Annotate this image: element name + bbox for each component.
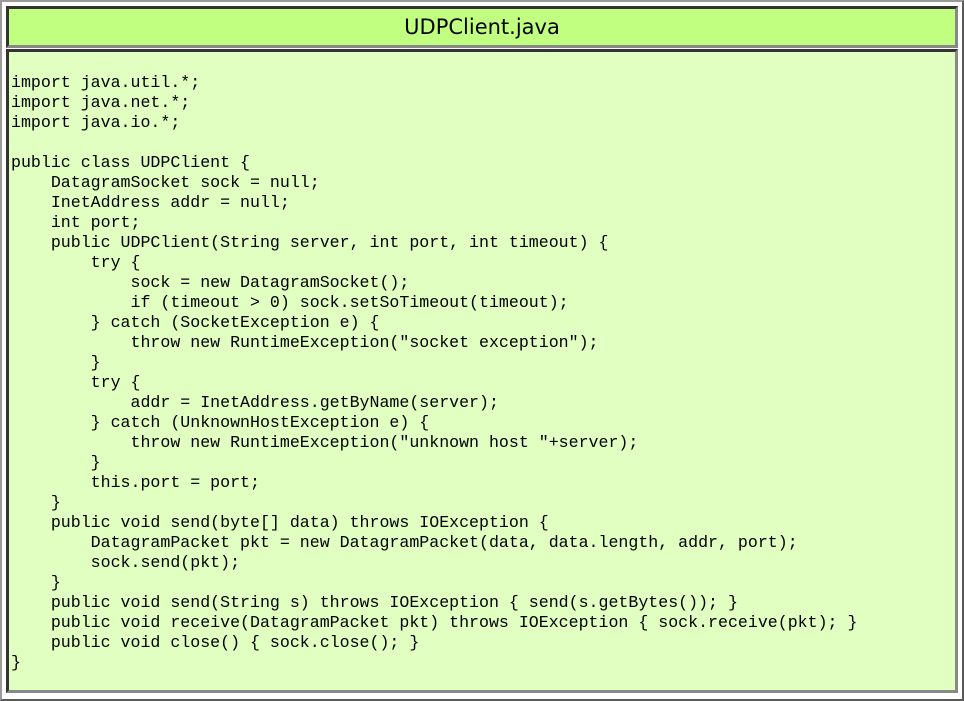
code-line: } bbox=[11, 493, 61, 512]
code-line: } bbox=[11, 573, 61, 592]
code-line: import java.util.*; bbox=[11, 73, 201, 92]
code-line: throw new RuntimeException("socket excep… bbox=[11, 333, 599, 352]
code-line: throw new RuntimeException("unknown host… bbox=[11, 433, 639, 452]
code-line: } bbox=[11, 453, 101, 472]
code-line: this.port = port; bbox=[11, 473, 260, 492]
code-line: if (timeout > 0) sock.setSoTimeout(timeo… bbox=[11, 293, 569, 312]
code-line: public void send(byte[] data) throws IOE… bbox=[11, 513, 549, 532]
code-line: DatagramSocket sock = null; bbox=[11, 173, 320, 192]
code-line: InetAddress addr = null; bbox=[11, 193, 290, 212]
code-line: try { bbox=[11, 373, 141, 392]
code-line: try { bbox=[11, 253, 141, 272]
code-line: int port; bbox=[11, 213, 141, 232]
code-line: } bbox=[11, 653, 21, 672]
code-line: import java.io.*; bbox=[11, 113, 181, 132]
code-line: } catch (SocketException e) { bbox=[11, 313, 380, 332]
code-line: DatagramPacket pkt = new DatagramPacket(… bbox=[11, 533, 798, 552]
code-line: } catch (UnknownHostException e) { bbox=[11, 413, 430, 432]
code-line: public class UDPClient { bbox=[11, 153, 250, 172]
code-line: public void close() { sock.close(); } bbox=[11, 633, 420, 652]
code-body: import java.util.*;import java.net.*;imp… bbox=[6, 49, 958, 693]
code-line bbox=[11, 133, 857, 153]
file-title: UDPClient.java bbox=[6, 6, 958, 48]
code-line: } bbox=[11, 353, 101, 372]
code-line: import java.net.*; bbox=[11, 93, 191, 112]
source-code: import java.util.*;import java.net.*;imp… bbox=[11, 73, 857, 673]
code-line: sock = new DatagramSocket(); bbox=[11, 273, 410, 292]
code-line: public void send(String s) throws IOExce… bbox=[11, 593, 738, 612]
code-line: public void receive(DatagramPacket pkt) … bbox=[11, 613, 858, 632]
code-line: public UDPClient(String server, int port… bbox=[11, 233, 609, 252]
code-line: sock.send(pkt); bbox=[11, 553, 241, 572]
code-line: addr = InetAddress.getByName(server); bbox=[11, 393, 499, 412]
